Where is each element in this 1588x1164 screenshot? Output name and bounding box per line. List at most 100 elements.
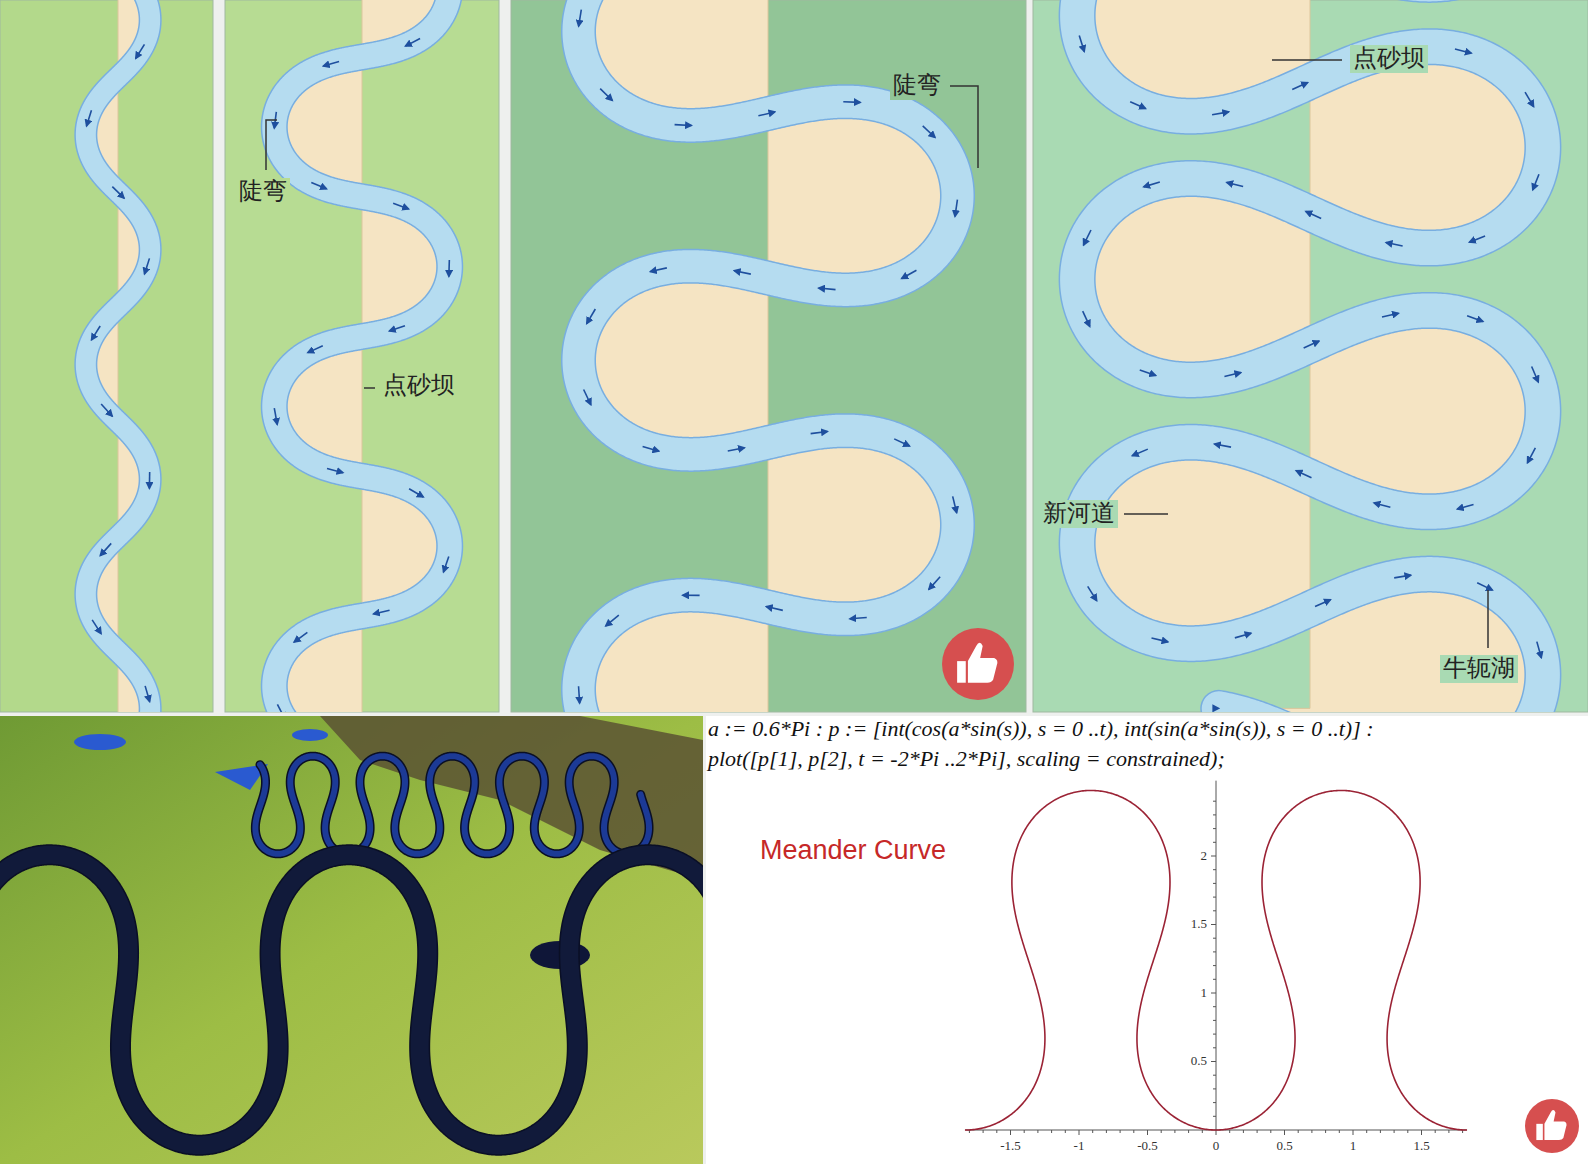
river-bank <box>274 0 449 712</box>
flow-arrow <box>145 686 150 702</box>
flow-arrow <box>1214 444 1231 447</box>
flow-arrow <box>136 44 145 58</box>
flow-arrow <box>955 200 957 217</box>
flow-arrow <box>1374 503 1390 507</box>
tick-mark <box>1213 910 1216 911</box>
river-stage <box>86 0 150 712</box>
tick-mark <box>1284 1130 1285 1135</box>
tick-mark <box>1211 924 1216 925</box>
bracket <box>950 86 978 168</box>
tick-mark <box>1213 801 1216 802</box>
flow-arrow <box>929 577 940 590</box>
flow-arrow <box>1083 311 1090 326</box>
thumbs-up-icon <box>942 628 1014 700</box>
flow-arrow <box>323 61 339 66</box>
flow-arrow <box>1315 600 1330 607</box>
flow-arrow <box>1394 575 1411 578</box>
meander-curve <box>965 790 1467 1130</box>
flow-arrow <box>101 404 112 416</box>
flow-arrow <box>409 489 423 497</box>
river-bank <box>86 0 150 712</box>
tick-mark <box>1161 1130 1162 1133</box>
tick-mark <box>1213 869 1216 870</box>
flow-arrow <box>327 468 343 472</box>
flow-arrow <box>683 594 700 596</box>
flow-arrow <box>758 112 774 116</box>
flow-arrow <box>1140 370 1156 375</box>
flow-arrow <box>1227 182 1243 186</box>
tick-mark <box>1213 1075 1216 1076</box>
tick-mark <box>1120 1130 1121 1133</box>
flow-arrow <box>1469 236 1485 242</box>
flow-arrow <box>405 38 420 46</box>
leader-line <box>1272 59 1342 61</box>
flow-arrow <box>1088 586 1097 600</box>
point-bar <box>578 0 957 712</box>
tick-mark <box>1366 1130 1367 1133</box>
flow-arrow <box>1152 638 1168 642</box>
tick-mark <box>1213 1047 1216 1048</box>
tick-mark <box>1213 897 1216 898</box>
flow-arrow <box>894 439 909 446</box>
flow-arrow <box>1304 341 1319 348</box>
bracket <box>266 120 277 170</box>
pond <box>292 729 328 741</box>
river-channel <box>86 0 150 712</box>
tick-mark <box>1213 1102 1216 1103</box>
feature-label: 陡弯 <box>890 72 944 100</box>
axis-tick-label: 1 <box>1200 986 1209 1001</box>
flow-arrow <box>953 496 957 512</box>
tick-mark <box>1421 1130 1422 1135</box>
flow-arrow <box>373 610 389 614</box>
flow-arrow <box>100 543 111 555</box>
river-channel <box>578 0 957 712</box>
flow-arrow <box>112 187 124 198</box>
tick-mark <box>1339 1130 1340 1133</box>
flow-arrow <box>92 620 101 634</box>
flow-arrow <box>1296 471 1311 478</box>
flow-arrow <box>1224 373 1240 377</box>
code-line: plot([p[1], p[2], t = -2*Pi ..2*Pi], sca… <box>708 746 1225 771</box>
tick-mark <box>1079 1130 1080 1135</box>
tick-mark <box>1353 1130 1354 1135</box>
flow-arrow <box>1130 102 1145 109</box>
river <box>0 855 703 1145</box>
flow-arrow <box>393 203 408 209</box>
tick-mark <box>1213 979 1216 980</box>
aerial-photo <box>0 716 703 1164</box>
flow-arrow <box>1235 633 1251 638</box>
tick-mark <box>1325 1130 1326 1133</box>
flow-arrow <box>1132 449 1148 456</box>
tick-mark <box>1407 1130 1408 1133</box>
flow-arrow <box>87 110 92 126</box>
feature-label: 陡弯 <box>236 178 290 206</box>
river-channel <box>1077 0 1543 712</box>
flow-arrow <box>1533 174 1539 190</box>
flow-arrow <box>92 326 101 340</box>
tick-mark <box>1133 1130 1134 1133</box>
river-stage <box>578 0 957 712</box>
river <box>255 756 649 854</box>
tick-mark <box>1024 1130 1025 1133</box>
leader-lines <box>266 60 1488 648</box>
flow-arrow <box>675 124 692 126</box>
tick-mark <box>1213 1088 1216 1089</box>
tick-mark <box>1229 1130 1230 1133</box>
axis-tick-label: 0 <box>1212 1139 1221 1154</box>
axis-tick-label: 2 <box>1200 849 1209 864</box>
tick-mark <box>1435 1130 1436 1133</box>
tick-mark <box>1174 1130 1175 1133</box>
tick-mark <box>996 1130 997 1133</box>
tick-mark <box>1257 1130 1258 1133</box>
tick-mark <box>1106 1130 1107 1133</box>
tick-mark <box>1147 1130 1148 1135</box>
axis-tick-label: 1.5 <box>1190 917 1208 932</box>
flow-arrow <box>600 89 612 101</box>
river-bank <box>578 0 957 712</box>
tick-mark <box>1010 1130 1011 1135</box>
feature-label: 点砂坝 <box>380 372 458 400</box>
plot-title: Meander Curve <box>760 835 946 866</box>
pond <box>74 734 126 750</box>
tick-mark <box>1065 1130 1066 1133</box>
